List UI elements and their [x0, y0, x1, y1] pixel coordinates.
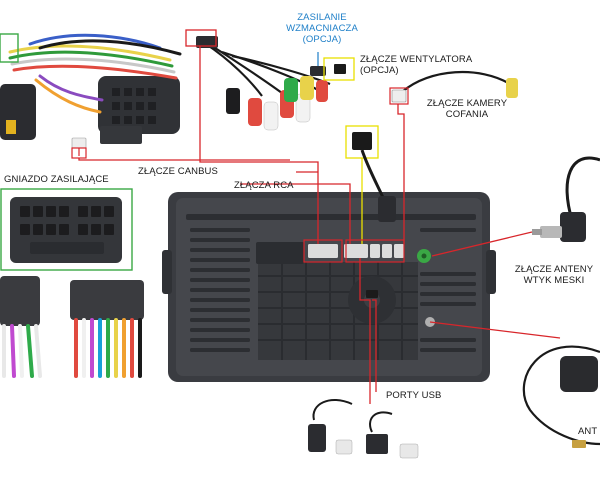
- usb-ports-label: PORTY USB: [386, 390, 442, 401]
- rca-port: [344, 244, 368, 258]
- gps-antenna-label: ANT: [578, 426, 598, 437]
- callout-lines: [78, 46, 561, 404]
- power-socket-label: GNIAZDO ZASILAJĄCE: [4, 174, 109, 185]
- harness-pigtails: [0, 276, 144, 378]
- power-socket-callout: [0, 188, 133, 271]
- rca-label: ZŁĄCZA RCA: [234, 180, 294, 191]
- canbus-label: ZŁĄCZE CANBUS: [138, 166, 218, 177]
- usb-cables: [308, 399, 419, 459]
- amp-power-label: ZASILANIE WZMACNIACZA (OPCJA): [286, 12, 358, 45]
- camera-connector: [389, 70, 518, 105]
- iso-harness: [0, 33, 182, 159]
- antenna-label: ZŁĄCZE ANTENY WTYK MESKI: [514, 264, 594, 286]
- head-unit-back: [162, 192, 496, 382]
- canbus-port: [308, 244, 338, 258]
- rca-cables: [185, 29, 331, 131]
- fan-connector: [323, 57, 396, 222]
- amp-power-connector: [310, 52, 326, 76]
- camera-label: ZŁĄCZE KAMERY COFANIA: [426, 98, 508, 120]
- antenna-plug: [532, 156, 600, 242]
- gps-antenna: [522, 345, 600, 448]
- fan-label: ZŁĄCZE WENTYLATORA (OPCJA): [360, 54, 473, 76]
